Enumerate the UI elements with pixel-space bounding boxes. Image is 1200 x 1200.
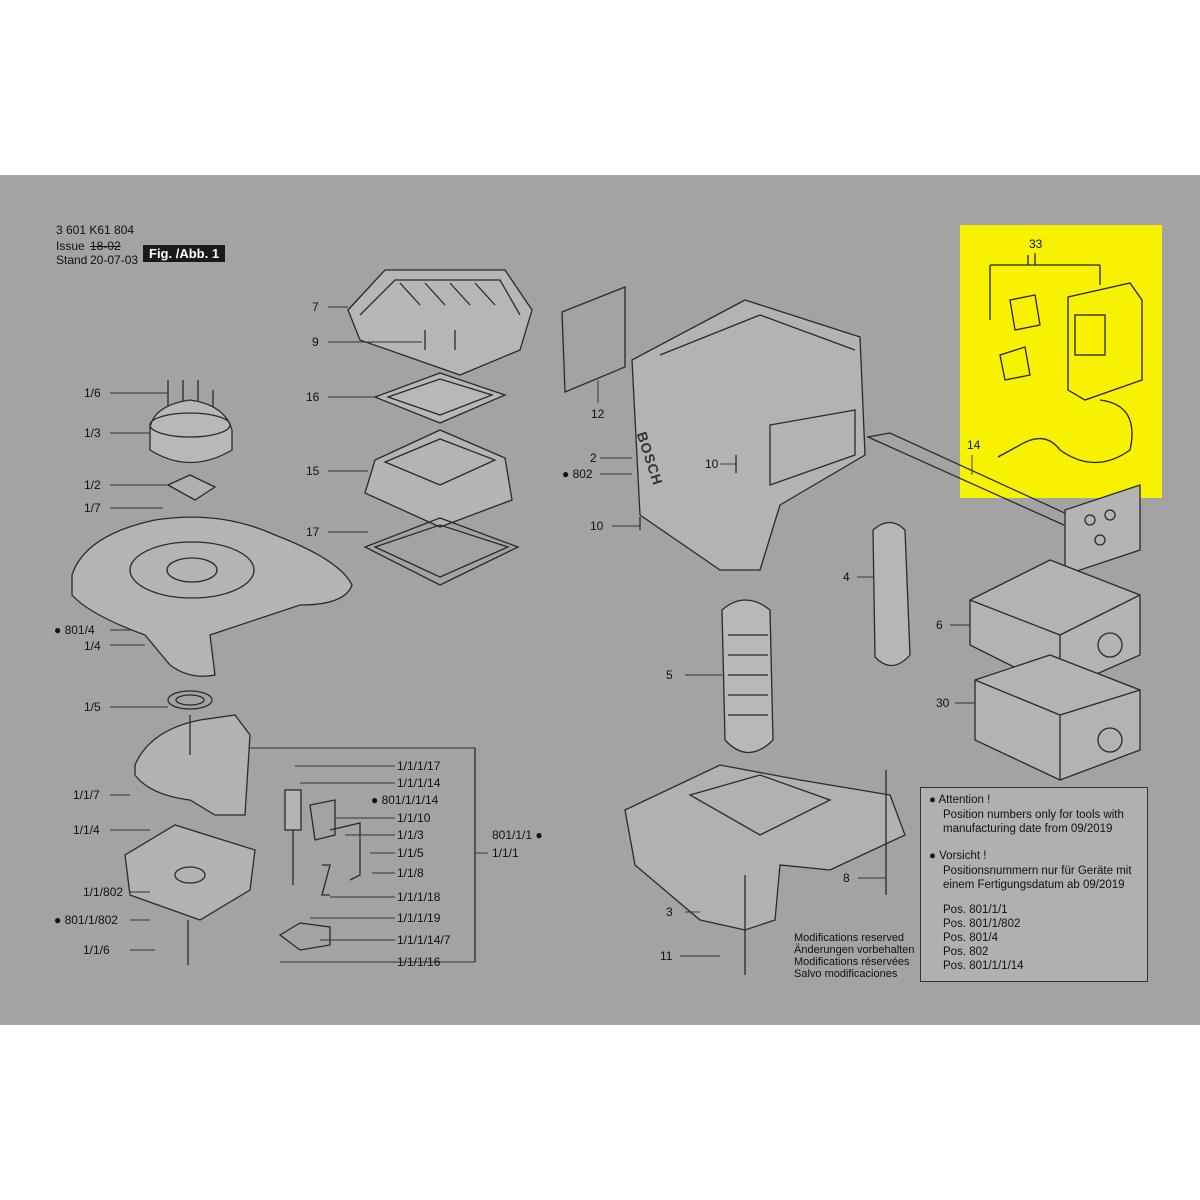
part-rotor-4: [872, 521, 911, 667]
modifications-fr: Modifications réservées: [794, 956, 910, 968]
stand-label: Stand: [56, 253, 88, 267]
part-hood-15: [364, 429, 513, 528]
label-2: 2: [590, 451, 597, 465]
label-1-1-1-19: 1/1/1/19: [397, 911, 441, 925]
part-cover-7: [347, 269, 533, 376]
drawing-sheet: 3 601 K61 804 Issue 18-02 Stand 20-07-03…: [0, 175, 1200, 1025]
leader-lines: [110, 306, 975, 963]
label-801-1-1-14: ● 801/1/1/14: [371, 793, 439, 807]
label-16: 16: [306, 390, 320, 404]
label-802: ● 802: [562, 467, 593, 481]
part-base-1-4: [71, 516, 353, 677]
part-motor-housing: [134, 714, 251, 816]
modifications-es: Salvo modificaciones: [794, 968, 898, 980]
position-2: Pos. 801/1/802: [943, 918, 1021, 930]
part-plate: [1064, 484, 1141, 576]
label-10-bottom: 10: [590, 519, 604, 533]
vorsicht-line-1: Positionsnummern nur für Geräte mit: [943, 865, 1132, 877]
attention-title: ● Attention !: [929, 794, 991, 806]
label-6: 6: [936, 618, 943, 632]
part-bottom-case-3: [624, 764, 906, 931]
label-1-1-1-18: 1/1/1/18: [397, 890, 441, 904]
label-1-1-5: 1/1/5: [397, 846, 424, 860]
part-top-cap-1-3: [149, 380, 233, 464]
issue-label: Issue: [56, 239, 85, 253]
label-1-7: 1/7: [84, 501, 101, 515]
modifications-en: Modifications reserved: [794, 932, 905, 944]
modifications-de: Änderungen vorbehalten: [794, 944, 915, 956]
part-bellows-5: [721, 599, 774, 754]
position-5: Pos. 801/1/1/14: [943, 960, 1024, 972]
label-1-1-1: 1/1/1: [492, 846, 519, 860]
position-1: Pos. 801/1/1: [943, 904, 1008, 916]
label-15: 15: [306, 464, 320, 478]
label-1-5: 1/5: [84, 700, 101, 714]
label-801-1-802: ● 801/1/802: [54, 913, 118, 927]
position-4: Pos. 802: [943, 946, 989, 958]
part-charger-33: [989, 253, 1143, 463]
label-1-3: 1/3: [84, 426, 101, 440]
label-33: 33: [1029, 237, 1043, 251]
label-1-2: 1/2: [84, 478, 101, 492]
part-battery-30: [974, 654, 1141, 781]
position-3: Pos. 801/4: [943, 932, 998, 944]
figure-label: Fig. /Abb. 1: [143, 245, 226, 262]
label-3: 3: [666, 905, 673, 919]
label-801-4: ● 801/4: [54, 623, 95, 637]
part-gasket-17: [363, 517, 520, 586]
label-1-1-1-14: 1/1/1/14: [397, 776, 441, 790]
modifications-block: Modifications reserved Änderungen vorbeh…: [794, 932, 914, 980]
attention-line-2: manufacturing date from 09/2019: [943, 823, 1113, 835]
label-12: 12: [591, 407, 605, 421]
part-label-12: [561, 286, 626, 393]
label-7: 7: [312, 300, 319, 314]
document-number: 3 601 K61 804: [56, 223, 135, 237]
part-circuit-board: [124, 824, 256, 965]
part-1-2: [166, 474, 217, 501]
stand-value: 20-07-03: [90, 253, 139, 267]
label-1-1-8: 1/1/8: [397, 866, 424, 880]
label-1-1-6: 1/1/6: [83, 943, 110, 957]
label-1-1-1-14-7: 1/1/1/14/7: [397, 933, 451, 947]
issue-value: 18-02: [90, 239, 121, 253]
label-1-1-4: 1/1/4: [73, 823, 100, 837]
exploded-view-drawing: [71, 253, 1143, 975]
label-9: 9: [312, 335, 319, 349]
label-1-1-3: 1/1/3: [397, 828, 424, 842]
label-801-1-1: 801/1/1 ●: [492, 828, 543, 842]
attention-line-1: Position numbers only for tools with: [943, 809, 1124, 821]
vorsicht-title: ● Vorsicht !: [929, 850, 987, 862]
part-frame-16: [373, 372, 507, 424]
label-4: 4: [843, 570, 850, 584]
part-small-components: [278, 789, 361, 951]
label-1-1-7: 1/1/7: [73, 788, 100, 802]
part-ring-1-5: [167, 690, 213, 710]
label-14: 14: [967, 438, 981, 452]
attention-note: ● Attention ! Position numbers only for …: [920, 787, 1148, 982]
label-17: 17: [306, 525, 320, 539]
label-11: 11: [660, 949, 673, 963]
label-1-1-10: 1/1/10: [397, 811, 431, 825]
label-8: 8: [843, 871, 850, 885]
label-1-1-1-16: 1/1/1/16: [397, 955, 441, 969]
label-10-top: 10: [705, 457, 719, 471]
label-1-1-802: 1/1/802: [83, 885, 124, 899]
label-5: 5: [666, 668, 673, 682]
part-main-housing-2: [631, 299, 866, 571]
label-1-6: 1/6: [84, 386, 101, 400]
vorsicht-line-2: einem Fertigungsdatum ab 09/2019: [943, 879, 1125, 891]
label-1-1-1-17: 1/1/1/17: [397, 759, 441, 773]
label-30: 30: [936, 696, 950, 710]
label-1-4: 1/4: [84, 639, 101, 653]
